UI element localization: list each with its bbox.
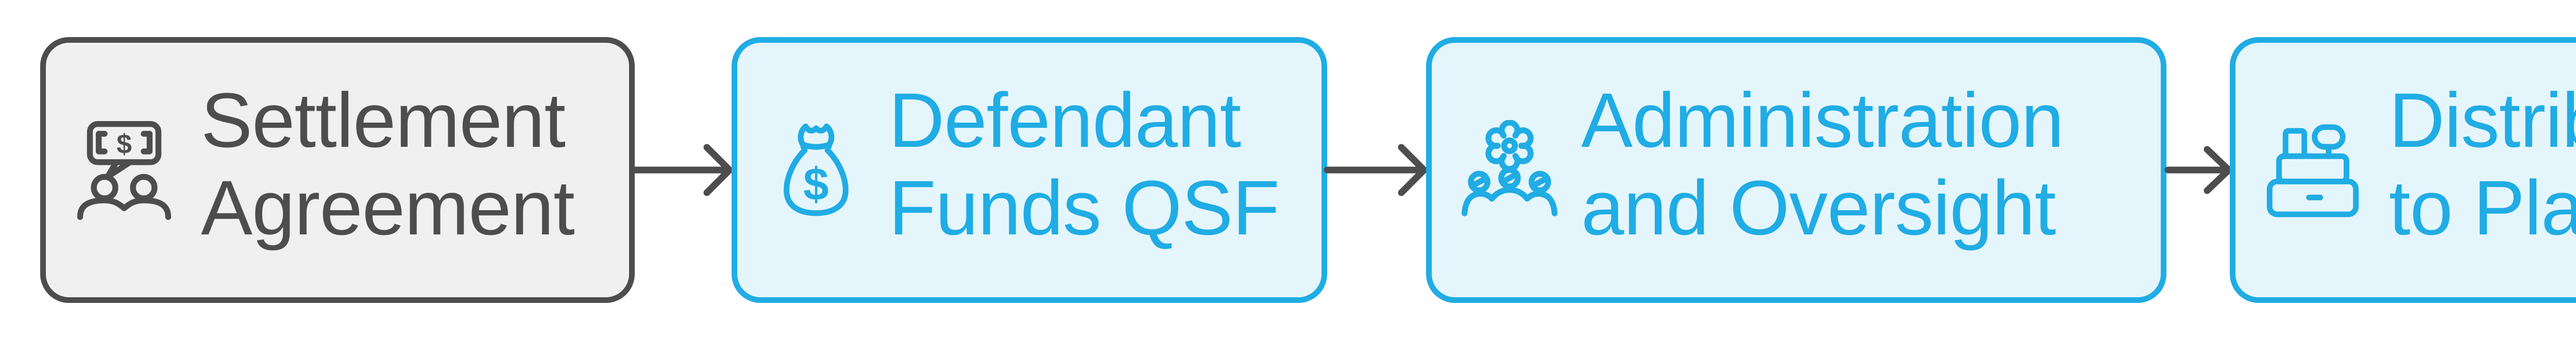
step-label: Defendant Funds QSF	[889, 76, 1280, 251]
negotiation-icon: $	[77, 121, 172, 220]
step-label: Administration and Oversight	[1581, 76, 2064, 251]
step-label-line: Defendant	[889, 77, 1241, 163]
step-label: Distribution to Plaintiffs	[2389, 76, 2576, 251]
step-label-line: Settlement	[201, 77, 566, 163]
step-distribution-to-plaintiffs: Distribution to Plaintiffs	[2230, 37, 2576, 303]
team-gear-icon	[1461, 120, 1558, 216]
step-settlement-agreement: $ Settlement Agreement	[40, 37, 635, 303]
step-label-line: and Oversight	[1581, 164, 2056, 251]
step-label-line: Distribution	[2389, 77, 2576, 163]
step-label-line: Administration	[1581, 77, 2064, 163]
flow-arrow-2	[1324, 144, 1428, 196]
flow-arrow-1	[632, 144, 733, 196]
step-label: Settlement Agreement	[201, 76, 575, 251]
step-administration-and-oversight: Administration and Oversight	[1426, 37, 2166, 303]
step-defendant-funds-qsf: $ Defendant Funds QSF	[732, 37, 1327, 303]
step-label-line: to Plaintiffs	[2389, 164, 2576, 251]
step-label-line: Funds QSF	[889, 164, 1280, 251]
dollar-glyph: $	[116, 129, 132, 160]
step-label-line: Agreement	[201, 164, 575, 251]
cash-register-icon	[2266, 124, 2359, 217]
money-bag-icon: $	[784, 123, 849, 216]
dollar-glyph: $	[803, 158, 828, 209]
flow-arrow-3	[2164, 146, 2232, 194]
